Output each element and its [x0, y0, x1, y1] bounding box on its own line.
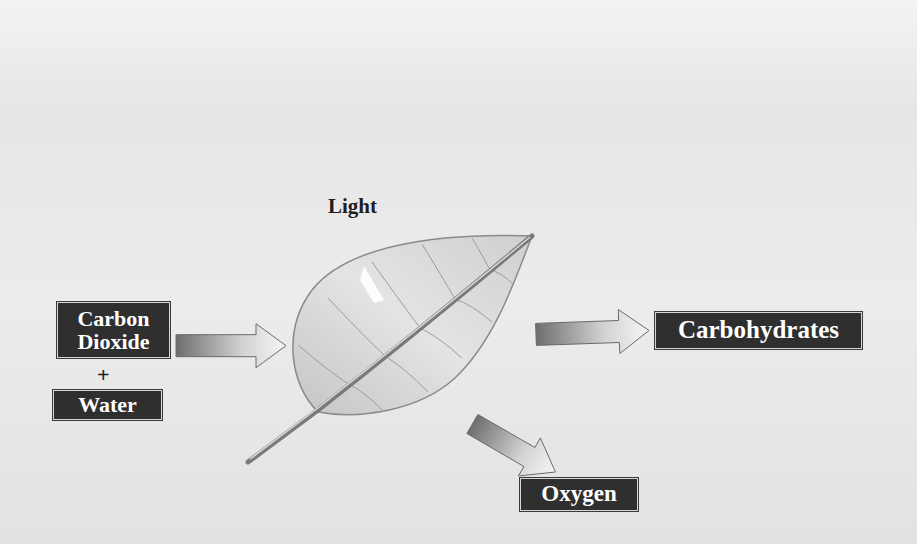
output-box: Carbohydrates	[655, 312, 862, 349]
leaf-midrib	[250, 237, 530, 459]
node-text: Water	[78, 393, 137, 416]
leaf-vein	[350, 385, 382, 410]
node-text: Carbohydrates	[678, 317, 839, 343]
block-arrow	[467, 415, 556, 477]
output-box: Oxygen	[520, 478, 638, 511]
leaf-highlight	[360, 266, 384, 303]
block-arrow	[176, 324, 286, 368]
input-box: Carbon Dioxide	[57, 302, 170, 358]
leaf-stem	[248, 236, 532, 462]
plus-sign: +	[97, 362, 110, 388]
leaf-illustration: Light	[290, 228, 530, 418]
heading-label: Light	[328, 194, 377, 219]
leaf-vein	[328, 298, 385, 356]
input-box: Water	[53, 390, 162, 420]
leaf-vein	[490, 270, 514, 285]
leaf-vein	[455, 299, 492, 322]
leaf-vein	[472, 238, 490, 270]
node-text: Carbon Dioxide	[58, 307, 169, 353]
leaf-blade	[293, 235, 532, 414]
node-text: Oxygen	[541, 482, 616, 506]
leaf-drawing	[290, 228, 530, 418]
leaf-vein	[420, 328, 462, 358]
leaf-vein	[422, 244, 455, 299]
block-arrow	[536, 310, 649, 354]
leaf-vein	[298, 345, 350, 385]
leaf-vein	[385, 356, 428, 392]
